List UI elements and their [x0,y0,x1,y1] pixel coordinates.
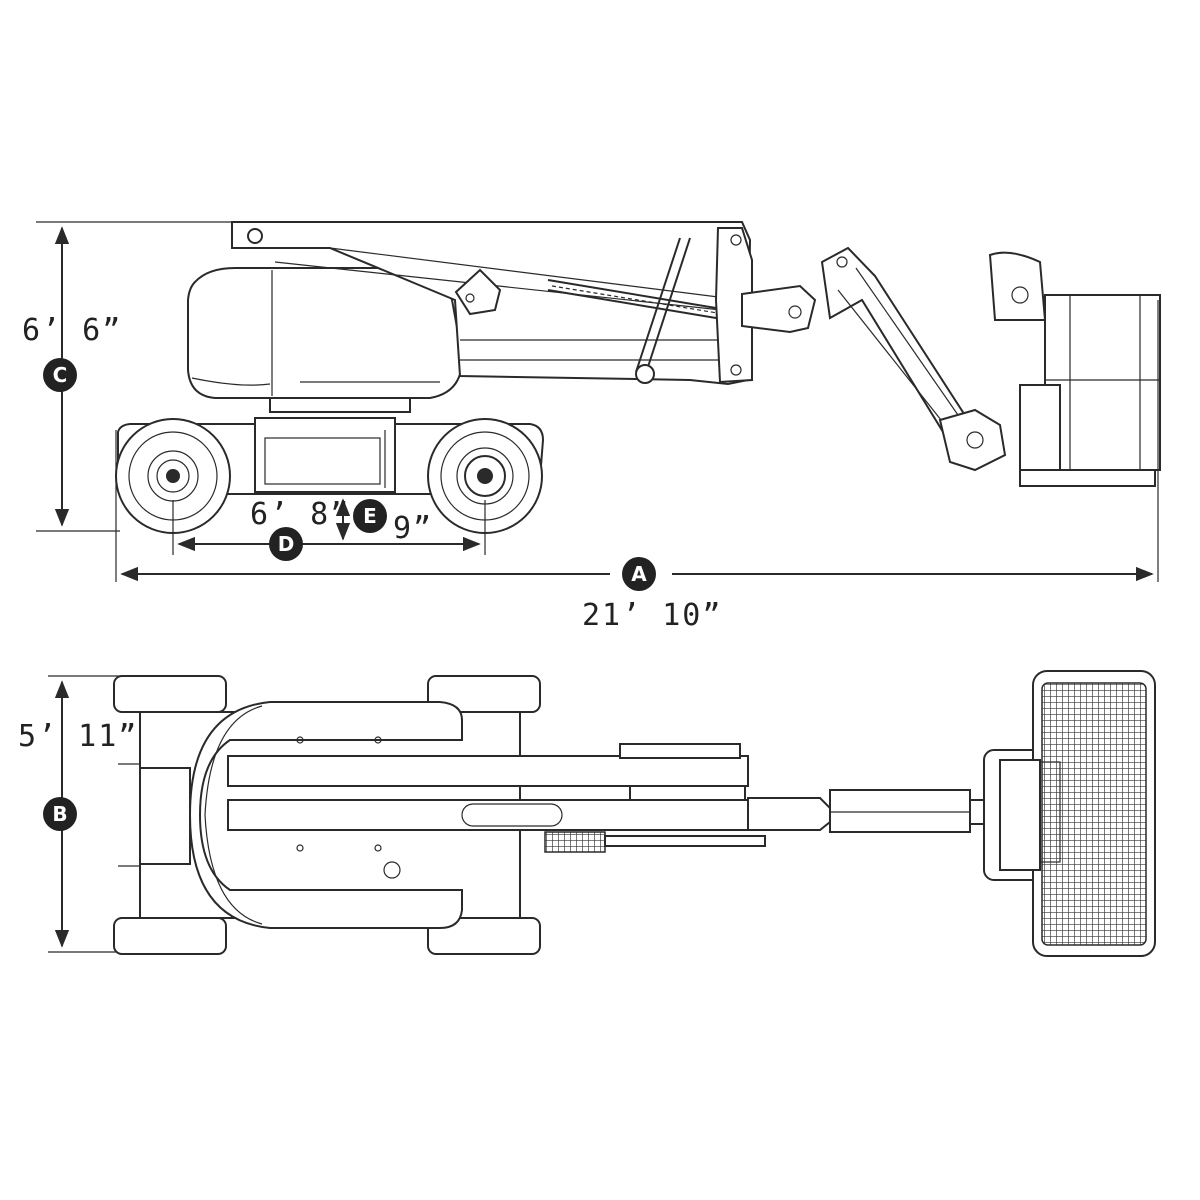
rear-right-wheel [113,917,227,955]
dimension-a-value: 21’ 10” [582,598,723,633]
jib-arm [820,246,970,442]
jib-connector [741,284,817,334]
top-view [48,670,1156,957]
dimension-d-badge: D [269,527,303,561]
dimension-c-value: 6’ 6” [22,313,123,348]
dimension-e-badge: E [353,499,387,533]
dimension-a-badge: A [622,557,656,591]
main-boom-top-upper [227,755,749,787]
jib-top [829,789,971,833]
control-console [988,251,1047,321]
chassis-tray [254,417,396,493]
dimension-b-badge: B [43,797,77,831]
dimension-e-value: 9” [393,511,434,546]
front-wheel [427,418,543,534]
turntable-body [187,267,464,399]
dimension-c-badge: C [43,358,77,392]
turntable-base [269,397,411,413]
side-view [36,221,1161,582]
rear-left-wheel [113,675,227,713]
battery-box [264,437,381,485]
turntable-top [188,701,463,929]
platform-basket [988,251,1161,487]
jib-rotator [938,408,1007,472]
lift-cylinder [644,237,691,377]
rear-bumper [139,767,191,865]
dimension-b-value: 5’ 11” [18,719,139,754]
cable-chain [547,289,741,323]
main-boom-top-lower [227,799,749,831]
boom-bracket [454,268,502,316]
platform-grating [1041,682,1147,946]
boom-knuckle [714,227,753,384]
jib-connector-top [747,797,831,831]
cable-chain-top [544,831,606,853]
dimension-d-value: 6’ 8” [250,497,351,532]
